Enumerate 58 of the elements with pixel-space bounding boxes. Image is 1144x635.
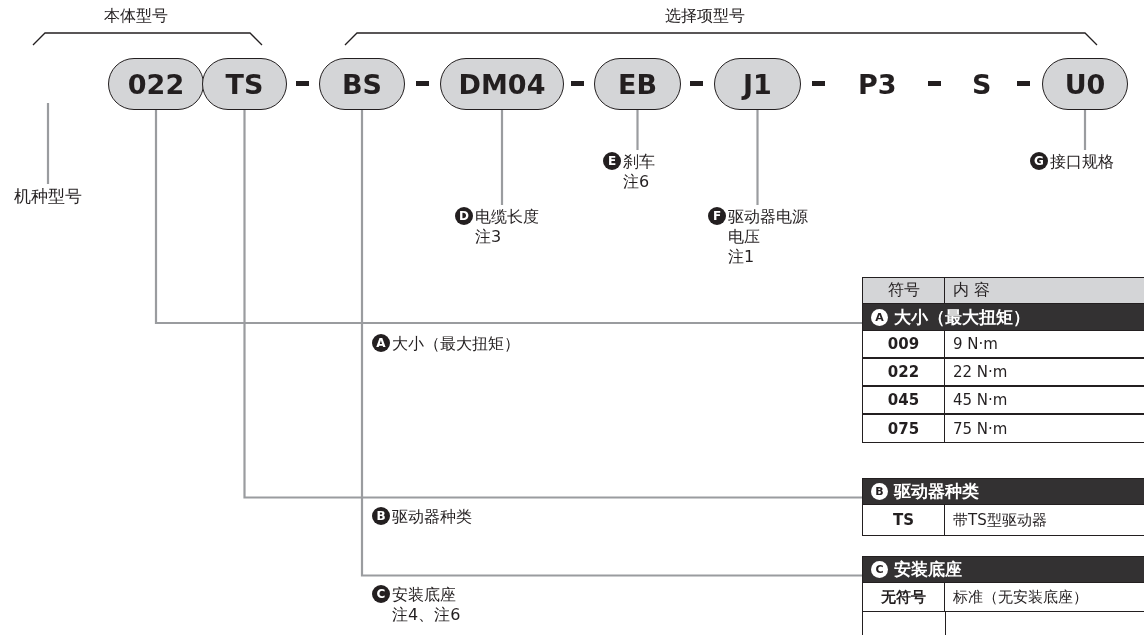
callout-text: 大小（最大扭矩） bbox=[392, 334, 520, 354]
callout-text: 机种型号 bbox=[14, 186, 82, 206]
callout-text: 刹车 bbox=[623, 152, 655, 172]
code-pill: TS bbox=[202, 58, 287, 110]
code-entry: 045 bbox=[862, 386, 945, 414]
code-entry: TS bbox=[862, 504, 945, 536]
callout-text: 驱动器种类 bbox=[392, 507, 472, 527]
section-title: 驱动器种类 bbox=[894, 480, 979, 503]
note-text: 注1 bbox=[728, 247, 755, 267]
code-text: S bbox=[972, 69, 992, 101]
letter-badge: C bbox=[372, 585, 390, 603]
label-text: 本体型号 bbox=[104, 6, 168, 26]
letter-badge: D bbox=[455, 207, 473, 225]
callout-text: 接口规格 bbox=[1050, 152, 1114, 172]
code-entry: 无符号 bbox=[862, 582, 945, 612]
letter-badge: A bbox=[871, 308, 888, 326]
code-entry: 009 bbox=[862, 330, 945, 358]
letter-badge: A bbox=[372, 334, 390, 352]
section-header-band bbox=[862, 478, 1144, 505]
note-text: 注6 bbox=[623, 172, 650, 192]
column-header: 内 容 bbox=[944, 277, 1144, 304]
code-text: P3 bbox=[858, 69, 897, 101]
code-pill: BS bbox=[319, 58, 405, 110]
note-text: 注4、注6 bbox=[392, 605, 461, 625]
code-entry: 022 bbox=[862, 358, 945, 386]
leader-line bbox=[154, 110, 862, 325]
section-title: 大小（最大扭矩） bbox=[894, 305, 1030, 329]
description-entry: 22 N·m bbox=[944, 358, 1144, 386]
code-pill: DM04 bbox=[440, 58, 564, 110]
callout-text: 驱动器电源电压 bbox=[728, 207, 809, 247]
section-title: 安装底座 bbox=[894, 558, 962, 581]
section-header-band bbox=[862, 556, 1144, 583]
leader-line bbox=[756, 110, 759, 205]
note-text: 注3 bbox=[475, 227, 502, 247]
section-header-band bbox=[862, 303, 1144, 331]
letter-badge: E bbox=[603, 152, 621, 170]
letter-badge: B bbox=[871, 483, 888, 500]
letter-badge: B bbox=[372, 507, 390, 525]
leader-line bbox=[360, 110, 862, 577]
code-pill: J1 bbox=[714, 58, 801, 110]
code-entry: 075 bbox=[862, 414, 945, 443]
code-pill: EB bbox=[594, 58, 681, 110]
callout-text: 电缆长度 bbox=[475, 207, 539, 227]
leader-line bbox=[243, 110, 862, 499]
letter-badge: F bbox=[708, 207, 726, 225]
description-entry: 75 N·m bbox=[944, 414, 1144, 443]
leader-line bbox=[46, 103, 50, 184]
callout-text: 安装底座 bbox=[392, 585, 457, 605]
letter-badge: C bbox=[871, 561, 888, 578]
label-text: 选择项型号 bbox=[665, 6, 745, 26]
letter-badge: G bbox=[1030, 152, 1048, 170]
leader-line bbox=[500, 110, 504, 205]
code-pill: 022 bbox=[108, 58, 204, 110]
leader-line bbox=[1083, 110, 1087, 150]
leader-line bbox=[636, 110, 639, 150]
column-header: 符号 bbox=[862, 277, 945, 304]
description-entry: 45 N·m bbox=[944, 386, 1144, 414]
code-pill: U0 bbox=[1042, 58, 1128, 110]
